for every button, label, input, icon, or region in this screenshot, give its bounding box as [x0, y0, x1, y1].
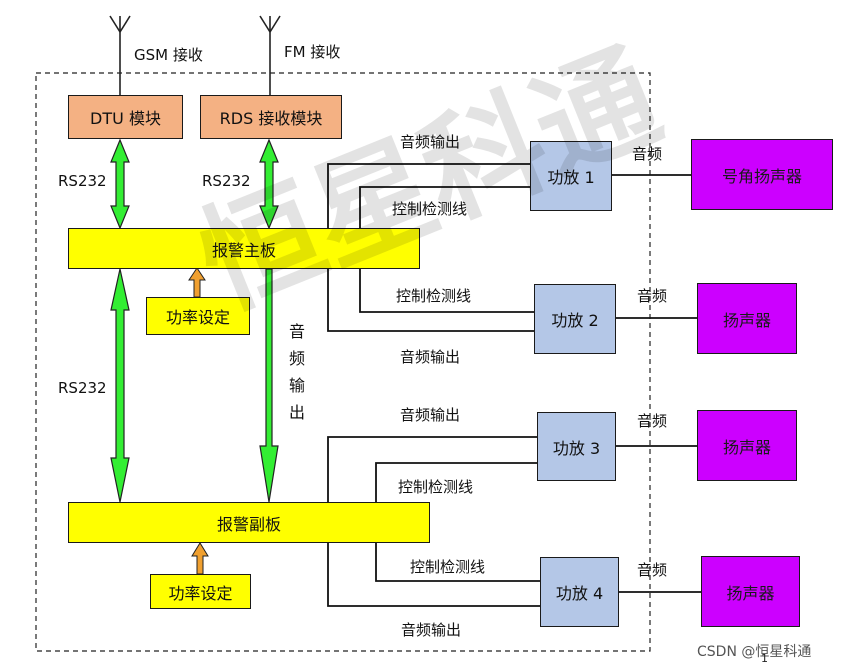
- horn-speaker: 号角扬声器: [691, 139, 833, 210]
- amplifier-4-label: 功放 4: [555, 584, 604, 603]
- audio-output-label-amp2: 音频输出: [400, 348, 461, 366]
- amplifier-1: 功放 1: [530, 141, 612, 211]
- amplifier-4: 功放 4: [540, 557, 619, 627]
- power-setting-main: 功率设定: [146, 297, 250, 335]
- dtu-module: DTU 模块: [68, 95, 183, 139]
- amplifier-3: 功放 3: [537, 412, 616, 481]
- csdn-credit: CSDN @恒星科通: [697, 644, 812, 660]
- control-line-label-amp3: 控制检测线: [398, 478, 474, 496]
- rds-receive-module: RDS 接收模块: [200, 95, 342, 139]
- system-boundary: [35, 72, 651, 652]
- rds-module-label: RDS 接收模块: [219, 109, 323, 128]
- audio-output-label-amp3: 音频输出: [400, 406, 461, 424]
- horn-speaker-label: 号角扬声器: [721, 166, 802, 186]
- speaker-2: 扬声器: [697, 283, 797, 354]
- vertical-char: 出: [288, 403, 305, 422]
- alarm-sub-board: 报警副板: [68, 502, 430, 543]
- page-number: 1: [761, 652, 768, 665]
- amplifier-3-label: 功放 3: [552, 438, 601, 458]
- audio-output-label-amp1: 音频输出: [400, 133, 461, 151]
- audio-label-amp1: 音频: [632, 145, 663, 163]
- vertical-char: 音: [288, 322, 305, 341]
- rs232-arrow-rds: [259, 138, 279, 230]
- sub-board-label: 报警副板: [216, 514, 281, 534]
- audio-label-amp4: 音频: [637, 561, 668, 579]
- amplifier-1-label: 功放 1: [547, 168, 595, 187]
- vertical-char: 频: [288, 349, 305, 368]
- speaker-4: 扬声器: [701, 556, 800, 627]
- rs232-label-main-sub: RS232: [58, 379, 107, 397]
- audio-output-label-amp4: 音频输出: [401, 621, 462, 639]
- control-line-label-amp1: 控制检测线: [392, 200, 468, 218]
- power-setting-main-label: 功率设定: [165, 308, 230, 327]
- speaker-3-label: 扬声器: [722, 437, 771, 457]
- audio-arrow-main-sub: [259, 268, 279, 503]
- amplifier-2-label: 功放 2: [551, 311, 599, 330]
- alarm-main-board: 报警主板: [68, 228, 420, 269]
- audio-label-amp3: 音频: [637, 412, 668, 430]
- power-arrow-main: [188, 267, 206, 298]
- vertical-audio-output-label: 音 频 输 出: [288, 318, 306, 426]
- amplifier-2: 功放 2: [534, 284, 616, 354]
- audio-label-amp2: 音频: [637, 287, 668, 305]
- power-setting-sub: 功率设定: [150, 574, 251, 609]
- dtu-module-label: DTU 模块: [90, 109, 161, 128]
- antenna-icon: [259, 15, 281, 95]
- control-line-label-amp2: 控制检测线: [396, 287, 472, 305]
- vertical-char: 输: [288, 376, 305, 395]
- control-line-label-amp4: 控制检测线: [410, 558, 486, 576]
- power-arrow-sub: [191, 542, 209, 575]
- speaker-3: 扬声器: [697, 410, 797, 481]
- rs232-label-rds: RS232: [202, 172, 251, 190]
- speaker-2-label: 扬声器: [722, 310, 771, 330]
- antenna-icon: [109, 15, 131, 95]
- wiring: [327, 163, 701, 607]
- rs232-arrow-main-sub: [110, 268, 130, 503]
- fm-receive-label: FM 接收: [284, 43, 341, 61]
- rs232-label-dtu: RS232: [58, 172, 107, 190]
- rs232-arrow-dtu: [110, 138, 130, 230]
- gsm-receive-label: GSM 接收: [134, 46, 203, 64]
- speaker-4-label: 扬声器: [726, 583, 775, 603]
- power-setting-sub-label: 功率设定: [168, 583, 233, 603]
- main-board-label: 报警主板: [211, 240, 276, 260]
